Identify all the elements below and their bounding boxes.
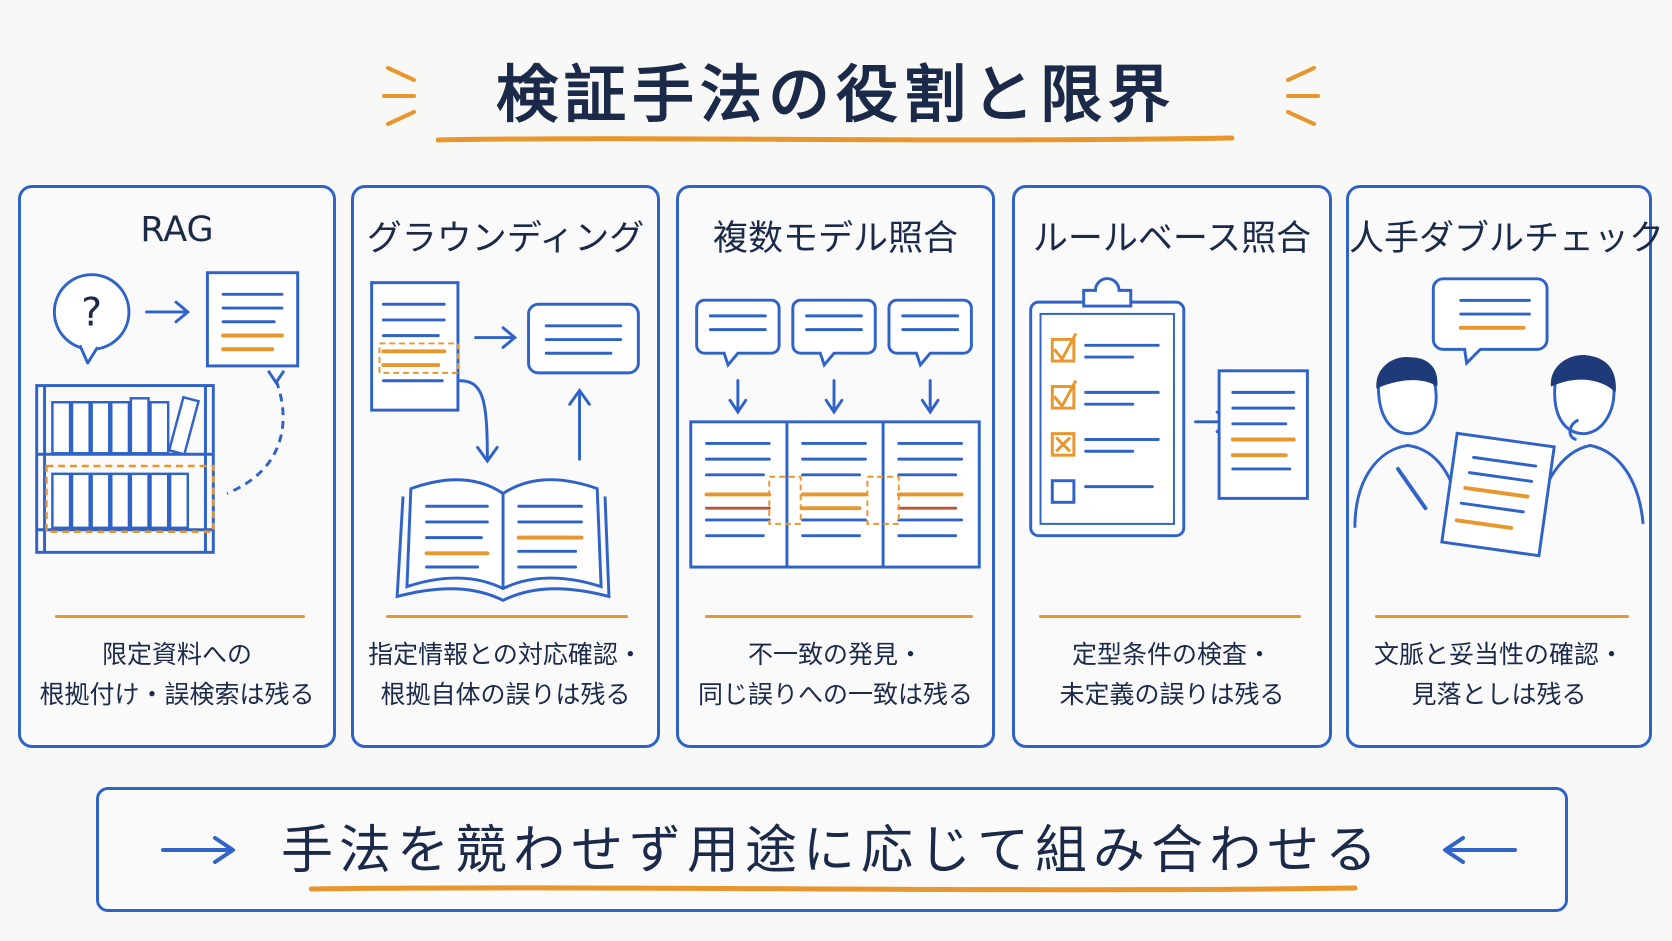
title-area: 検証手法の役割と限界 <box>0 30 1672 150</box>
card-title: RAG <box>140 210 214 250</box>
card-description: 定型条件の検査・ 未定義の誤りは残る <box>1015 635 1329 715</box>
card-description: 限定資料への 根拠付け・誤検索は残る <box>21 635 333 715</box>
card-divider <box>55 615 305 618</box>
desc-line: 指定情報との対応確認・ <box>368 640 643 669</box>
card-divider <box>1375 615 1629 618</box>
desc-line: 同じ誤りへの一致は残る <box>697 680 973 709</box>
card-title: 人手ダブルチェック <box>1349 219 1665 259</box>
summary-text: 手法を競わせず用途に応じて組み合わせる <box>280 821 1383 881</box>
multi-model-compare-icon <box>689 298 981 569</box>
left-arrow-icon <box>1443 836 1517 864</box>
page-title: 検証手法の役割と限界 <box>495 58 1176 131</box>
card-rule-based: ルールベース照合 定型条件の検査・ 未定義の誤りは残る <box>1012 185 1332 748</box>
clipboard-checklist-icon <box>1029 277 1309 538</box>
card-title: 複数モデル照合 <box>712 219 958 259</box>
source-document-book-icon <box>370 281 640 603</box>
right-emphasis-marks <box>1286 66 1320 126</box>
card-grounding: グラウンディング 指定情報との対応確認・ 根拠自体の誤りは残る <box>351 185 660 748</box>
card-rag: RAG ? 限定資料への 根拠付け・誤検索は残る <box>18 185 336 748</box>
card-divider <box>705 615 973 618</box>
card-multi-model: 複数モデル照合 不一致の発見・ 同じ誤りへの一致は残る <box>676 185 995 748</box>
card-description: 指定情報との対応確認・ 根拠自体の誤りは残る <box>354 635 657 715</box>
card-human-check: 人手ダブルチェック 文脈と妥当性の確認・ 見落としは残る <box>1346 185 1665 748</box>
summary-underline <box>309 885 1358 893</box>
svg-text:?: ? <box>81 291 102 336</box>
desc-line: 根拠付け・誤検索は残る <box>39 680 315 709</box>
card-divider <box>1039 615 1301 618</box>
desc-line: 定型条件の検査・ <box>1071 640 1272 669</box>
card-title: ルールベース照合 <box>1032 219 1312 259</box>
two-people-review-icon <box>1353 277 1645 558</box>
desc-line: 不一致の発見・ <box>747 640 923 669</box>
card-description: 不一致の発見・ 同じ誤りへの一致は残る <box>679 635 992 715</box>
bookshelf-search-icon: ? <box>35 271 300 554</box>
desc-line: 未定義の誤りは残る <box>1059 680 1285 709</box>
desc-line: 文脈と妥当性の確認・ <box>1373 640 1624 669</box>
right-arrow-icon <box>161 836 235 864</box>
desc-line: 根拠自体の誤りは残る <box>380 680 631 709</box>
summary-box: 手法を競わせず用途に応じて組み合わせる <box>96 787 1568 912</box>
left-emphasis-marks <box>382 66 416 126</box>
card-title: グラウンディング <box>366 219 645 259</box>
title-underline <box>436 135 1235 143</box>
desc-line: 限定資料への <box>101 640 252 669</box>
card-description: 文脈と妥当性の確認・ 見落としは残る <box>1349 635 1649 715</box>
card-divider <box>386 615 628 618</box>
desc-line: 見落としは残る <box>1411 680 1587 709</box>
